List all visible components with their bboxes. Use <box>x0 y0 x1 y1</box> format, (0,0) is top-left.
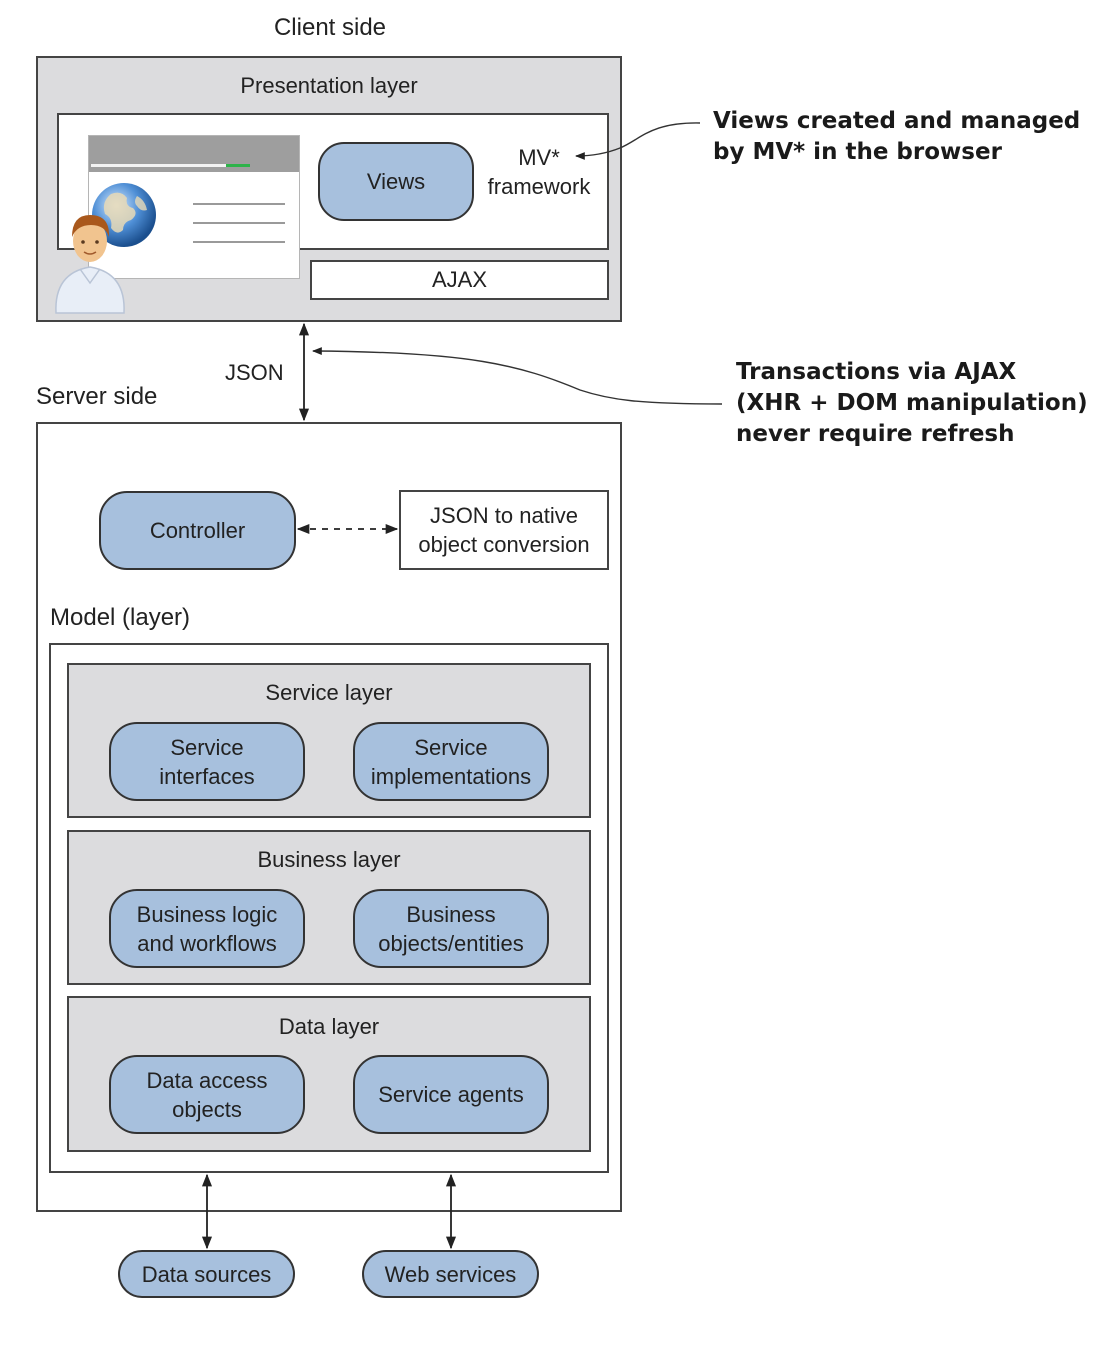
json-label: JSON <box>225 360 284 385</box>
ajax-label: AJAX <box>431 267 488 292</box>
controller-label: Controller <box>149 518 246 543</box>
service-layer-title: Service layer <box>265 680 393 705</box>
business-layer-title: Business layer <box>257 847 401 872</box>
json-conversion-label: JSON to native object conversion <box>418 503 590 557</box>
data-access-objects-label: Data access objects <box>146 1067 268 1122</box>
business-logic-component: Business logic and workflows <box>109 889 305 968</box>
client-side-title: Client side <box>273 14 387 41</box>
service-implementations-component: Service implementations <box>353 722 549 801</box>
controller-component: Controller <box>99 491 296 570</box>
ajax-callout-line <box>312 347 723 405</box>
business-objects-label: Business objects/entities <box>378 901 524 956</box>
service-agents-label: Service agents <box>378 1082 524 1107</box>
views-label: Views <box>366 169 426 194</box>
views-annotation: Views created and managed by MV* in the … <box>713 108 1081 165</box>
web-services-label: Web services <box>384 1261 517 1287</box>
data-sources-label: Data sources <box>141 1261 272 1287</box>
ajax-box: AJAX <box>310 260 609 300</box>
presentation-layer-title: Presentation layer <box>240 73 418 98</box>
server-side-title: Server side <box>36 383 158 410</box>
service-interfaces-label: Service interfaces <box>159 734 255 789</box>
model-layer-title: Model (layer) <box>50 604 191 631</box>
mv-framework-label: MV* framework <box>487 145 591 199</box>
data-sources-component: Data sources <box>118 1250 295 1298</box>
browser-window-icon <box>88 135 300 279</box>
business-objects-component: Business objects/entities <box>353 889 549 968</box>
web-services-component: Web services <box>362 1250 539 1298</box>
service-interfaces-component: Service interfaces <box>109 722 305 801</box>
service-agents-component: Service agents <box>353 1055 549 1134</box>
data-layer-title: Data layer <box>278 1014 380 1039</box>
service-implementations-label: Service implementations <box>370 734 532 789</box>
business-logic-label: Business logic and workflows <box>136 901 278 956</box>
views-callout-line <box>575 122 701 160</box>
user-avatar-icon <box>55 215 125 314</box>
data-access-objects-component: Data access objects <box>109 1055 305 1134</box>
ajax-annotation: Transactions via AJAX (XHR + DOM manipul… <box>736 359 1088 447</box>
views-component: Views <box>318 142 474 221</box>
json-conversion-box: JSON to native object conversion <box>399 490 609 570</box>
